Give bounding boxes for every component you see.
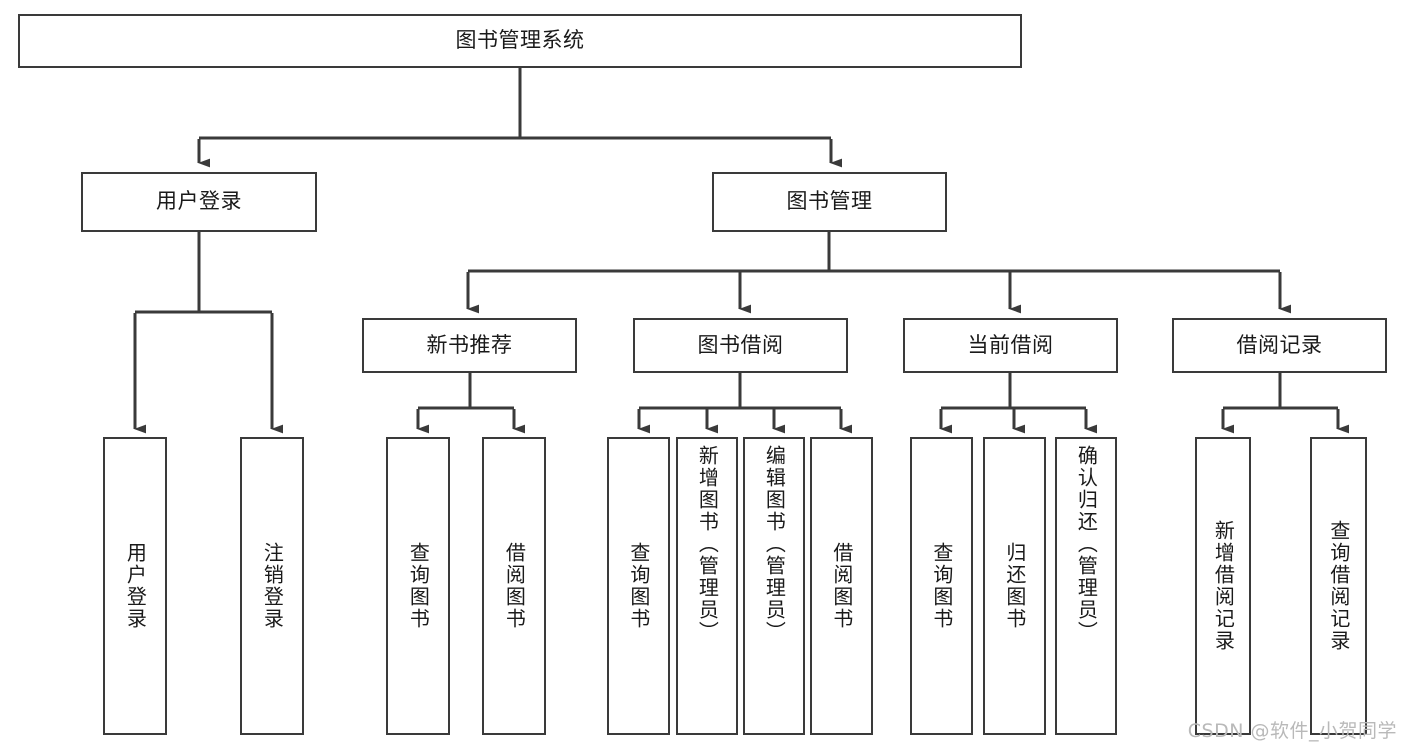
node-leaf-borrow-book-label: 借阅图书 [829,542,854,630]
node-user-login-label: 用户登录 [156,189,242,214]
node-root[interactable]: 图书管理系统 [18,14,1022,68]
node-leaf-user-logout-label: 注销登录 [260,542,285,630]
node-book-manage[interactable]: 图书管理 [712,172,947,232]
node-leaf-query-book-cur-label: 查询图书 [929,542,954,630]
node-leaf-confirm-return-admin[interactable]: 确认归还（管理员） [1055,437,1117,735]
node-leaf-borrow-book-rec[interactable]: 借阅图书 [482,437,546,735]
node-book-manage-label: 图书管理 [786,189,873,214]
node-leaf-add-book-admin-label: 新增图书（管理员） [695,445,720,643]
node-current-borrow[interactable]: 当前借阅 [903,318,1118,373]
node-current-borrow-label: 当前借阅 [967,332,1054,357]
node-leaf-query-book-rec[interactable]: 查询图书 [386,437,450,735]
csdn-watermark: CSDN @软件_小贺同学 [1187,720,1397,742]
node-leaf-add-book-admin[interactable]: 新增图书（管理员） [676,437,738,735]
node-leaf-return-book-label: 归还图书 [1002,542,1027,630]
node-borrow-record[interactable]: 借阅记录 [1172,318,1387,373]
node-leaf-user-login[interactable]: 用户登录 [103,437,167,735]
node-leaf-confirm-return-admin-label: 确认归还（管理员） [1074,445,1099,643]
node-leaf-query-borrow-record-label: 查询借阅记录 [1326,520,1351,652]
node-leaf-borrow-book-rec-label: 借阅图书 [502,542,527,630]
node-book-borrow[interactable]: 图书借阅 [633,318,848,373]
node-user-login[interactable]: 用户登录 [81,172,317,232]
node-borrow-record-label: 借阅记录 [1236,332,1323,357]
node-leaf-query-book-borrow-label: 查询图书 [626,542,651,630]
node-book-borrow-label: 图书借阅 [697,332,784,357]
node-leaf-add-borrow-record[interactable]: 新增借阅记录 [1195,437,1251,735]
node-leaf-query-book-cur[interactable]: 查询图书 [910,437,973,735]
node-new-book-recommend[interactable]: 新书推荐 [362,318,577,373]
node-leaf-edit-book-admin-label: 编辑图书（管理员） [762,445,787,643]
node-leaf-query-book-borrow[interactable]: 查询图书 [607,437,670,735]
node-leaf-borrow-book[interactable]: 借阅图书 [810,437,873,735]
node-new-book-recommend-label: 新书推荐 [426,332,513,357]
node-leaf-return-book[interactable]: 归还图书 [983,437,1046,735]
node-leaf-query-book-rec-label: 查询图书 [406,542,431,630]
node-leaf-user-login-label: 用户登录 [123,542,148,630]
node-leaf-query-borrow-record[interactable]: 查询借阅记录 [1310,437,1367,735]
node-leaf-user-logout[interactable]: 注销登录 [240,437,304,735]
node-root-label: 图书管理系统 [455,28,585,53]
node-leaf-add-borrow-record-label: 新增借阅记录 [1211,520,1236,652]
node-leaf-edit-book-admin[interactable]: 编辑图书（管理员） [743,437,805,735]
